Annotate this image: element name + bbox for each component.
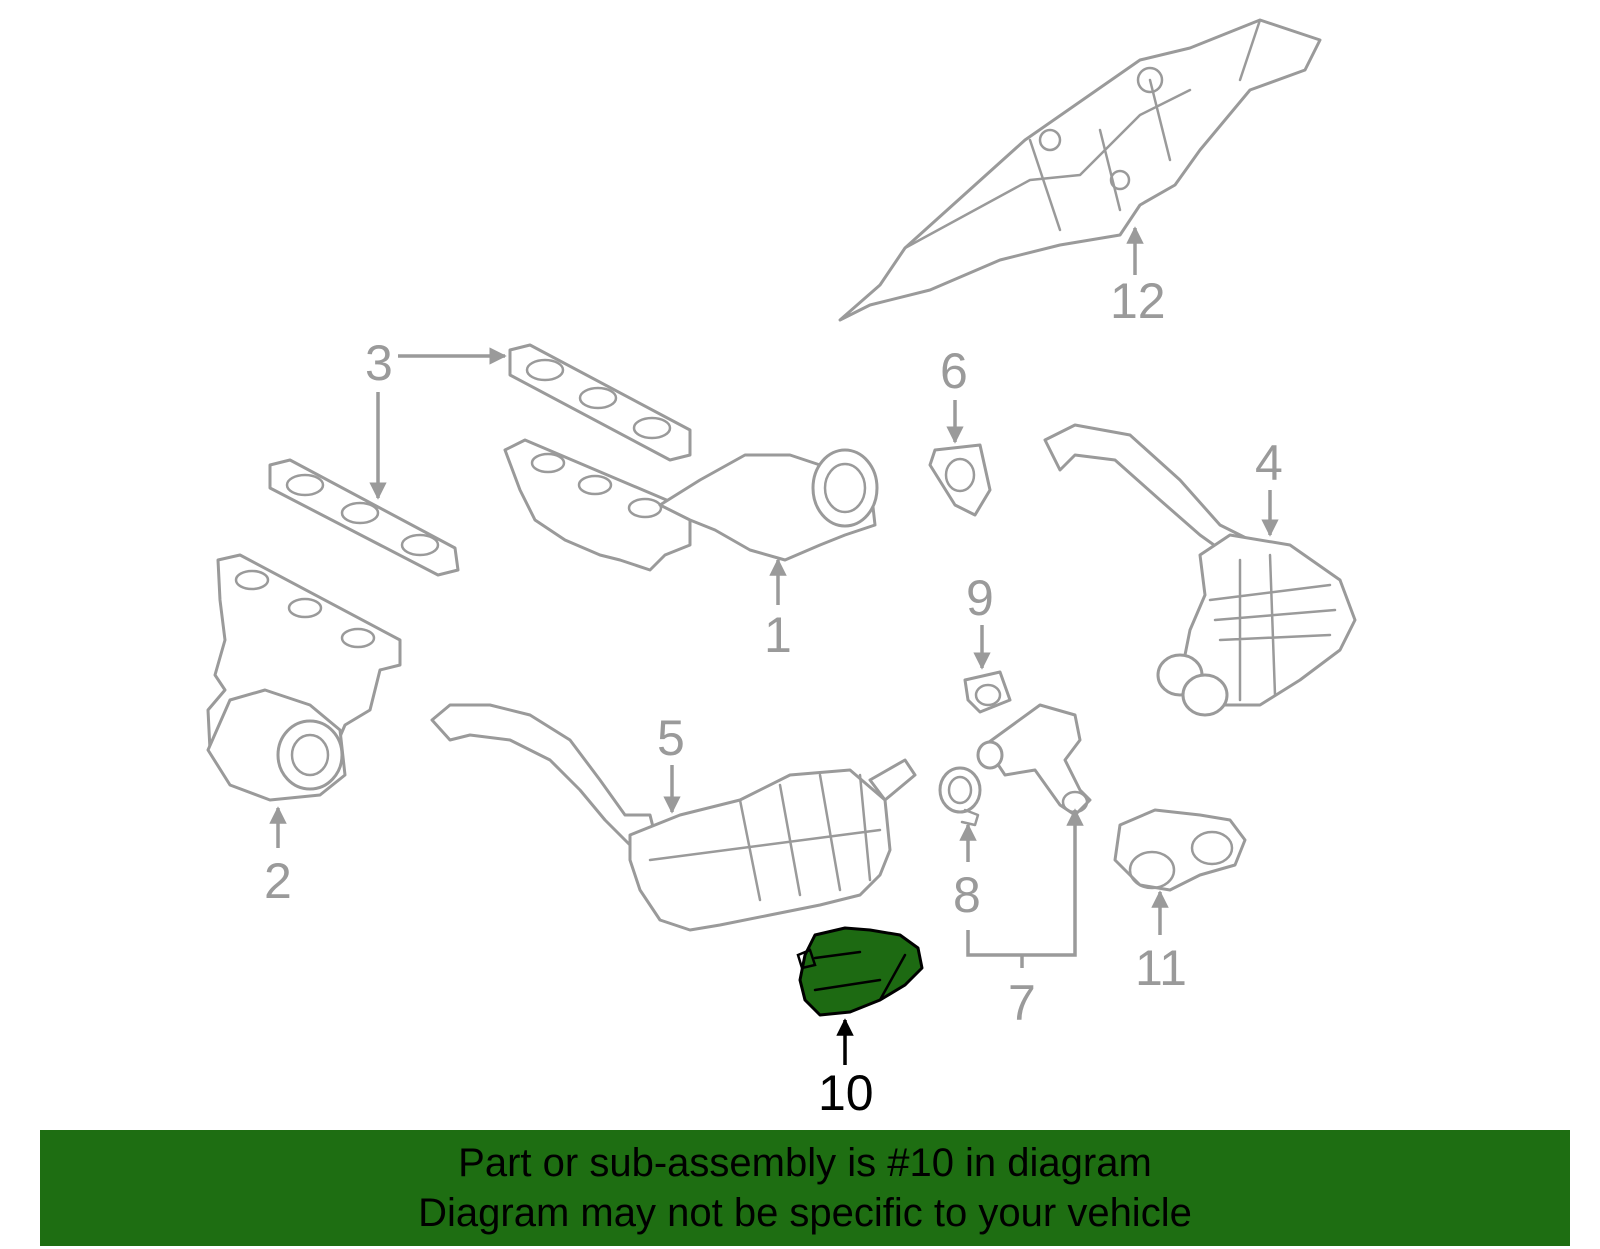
callout-12: 12 — [1110, 273, 1166, 329]
banner-line-part-number: Part or sub-assembly is #10 in diagram — [458, 1141, 1152, 1185]
part-3-gasket-lower — [268, 458, 460, 577]
part-10-highlighted — [796, 926, 924, 1017]
callout-11: 11 — [1135, 940, 1187, 996]
info-banner: Part or sub-assembly is #10 in diagram D… — [40, 1130, 1570, 1246]
callout-9: 9 — [966, 570, 994, 626]
part-12-crossmember — [838, 18, 1322, 322]
banner-line-disclaimer: Diagram may not be specific to your vehi… — [418, 1191, 1192, 1235]
callout-3: 3 — [365, 335, 393, 391]
part-4-rear-muffler — [1043, 423, 1357, 717]
callout-2: 2 — [264, 853, 292, 909]
callout-10: 10 — [818, 1065, 874, 1121]
part-5-center-muffler — [430, 703, 917, 932]
callout-7: 7 — [1008, 975, 1036, 1031]
part-3-gasket-upper — [508, 343, 692, 462]
callout-8: 8 — [953, 867, 981, 923]
part-6-flange-gasket — [928, 443, 992, 517]
leader-7-bracket — [966, 808, 1084, 968]
exhaust-parts-diagram: 12 3 1 2 6 — [206, 18, 1357, 1121]
part-2-manifold-converter — [206, 553, 402, 802]
part-8-clamp — [938, 766, 982, 827]
callout-1: 1 — [764, 607, 792, 663]
callout-5: 5 — [657, 710, 685, 766]
callout-4: 4 — [1255, 435, 1283, 491]
part-9-clamp — [963, 670, 1012, 714]
part-11-tailpipe-tip — [1113, 808, 1247, 892]
callout-6: 6 — [940, 343, 968, 399]
part-1-manifold-converter — [503, 438, 879, 572]
part-7-connector-pipe — [976, 703, 1092, 817]
